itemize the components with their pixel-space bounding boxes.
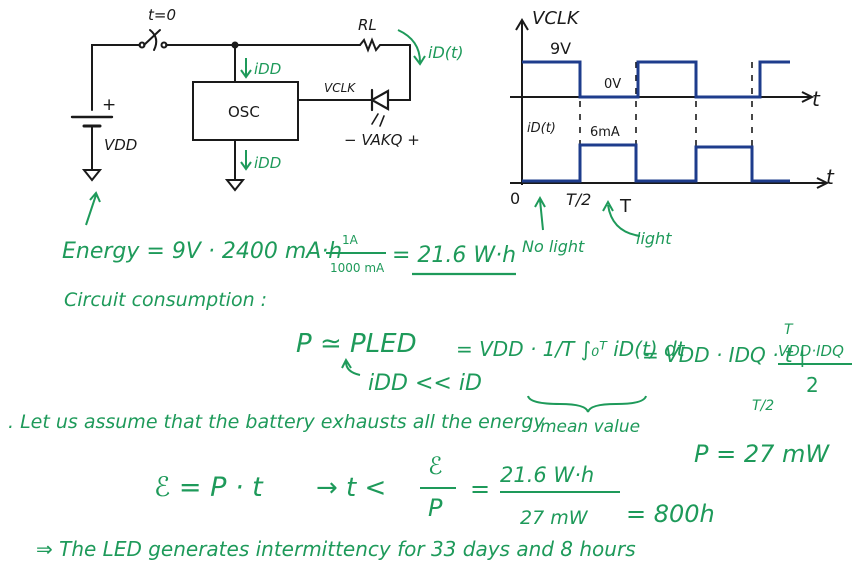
power-fraction-den: 2 [806, 373, 819, 397]
time-lhs: → t < [316, 473, 386, 503]
switch-blade [143, 29, 161, 46]
no-light-arrow [534, 195, 546, 231]
light-label: light [636, 229, 672, 248]
energy-equation: Energy = 9V · 2400 mA·h 1A 1000 mA = 21.… [62, 233, 516, 276]
id-trace [522, 143, 790, 183]
unit-denominator: 1000 mA [330, 261, 385, 275]
power-integral: = VDD · 1/T ∫₀ᵀ iD(t) dt [456, 337, 686, 361]
mean-value-label: mean value [540, 417, 640, 437]
top-t-label: t [812, 87, 821, 111]
supply-label: VDD [104, 136, 137, 154]
id-axis-label: iD(t) [527, 121, 556, 136]
time-frac-num: ℰ [428, 452, 443, 480]
switch-arrow [149, 29, 158, 51]
time-equation: ℰ = P · t → t < ℰ P = 21.6 W·h 27 mW = 8… [154, 452, 715, 529]
unit-numerator: 1A [342, 233, 359, 247]
id-arrow [397, 29, 426, 66]
mean-value-brace [527, 395, 647, 413]
current-note: iDD << iD [368, 371, 482, 396]
vclk-trace [522, 60, 790, 99]
ground-osc [224, 179, 246, 192]
osc-box [192, 81, 299, 141]
power-approx: P ≃ PLED [296, 329, 417, 359]
period-label: T [619, 196, 632, 217]
conclusion-block: ⇒ The LED generates intermittency for 33… [36, 537, 636, 561]
power-result: P = 27 mW [694, 440, 830, 468]
resistor-rl [359, 37, 411, 53]
origin-label: 0 [510, 189, 520, 208]
circuit-schematic [70, 29, 411, 192]
time-equals: = [470, 475, 490, 503]
low-value-label: 0V [604, 77, 621, 92]
assumption-text: . Let us assume that the battery exhaust… [8, 411, 545, 433]
supply-plus: + [102, 95, 116, 115]
high-value-label: 9V [550, 39, 571, 58]
idd-bottom-label: iDD [254, 154, 281, 172]
time-frac-den: P [428, 494, 443, 522]
id-label: iD(t) [428, 43, 464, 62]
vertical-axis [515, 18, 529, 185]
energy-result: = 21.6 W·h [392, 243, 516, 268]
consumption-block: Circuit consumption : P ≃ PLED iDD << iD… [64, 289, 852, 437]
resistor-label: RL [358, 16, 377, 34]
energy-lhs: Energy = 9V · 2400 mA·h [62, 239, 342, 264]
idd-top-label: iDD [254, 60, 281, 78]
circuit-labels: t=0 RL + VDD OSC VCLK − VAKQ + [102, 6, 420, 154]
time-value-num: 21.6 W·h [500, 463, 594, 487]
conclusion-text: ⇒ The LED generates intermittency for 33… [36, 537, 636, 561]
top-time-axis [510, 91, 815, 103]
waveform-labels: VCLK 9V 0V t iD(t) 6mA t 0 T/2 T No ligh… [510, 8, 835, 256]
vclk-axis-label: VCLK [532, 8, 580, 29]
wire-right [395, 44, 411, 101]
bottom-time-axis [510, 177, 830, 189]
energy-time: ℰ = P · t [154, 472, 264, 503]
time-result: = 800h [626, 500, 715, 528]
power-fraction-num: VDD·IDQ [778, 342, 844, 360]
osc-label: OSC [228, 103, 260, 121]
bottom-t-label: t [826, 165, 835, 189]
time-value-den: 27 mW [520, 507, 589, 529]
wire-top-left [91, 44, 141, 111]
current-waveform [522, 143, 790, 183]
ground-battery [81, 169, 103, 182]
idd-top-arrow [240, 58, 252, 79]
switch-label: t=0 [148, 6, 176, 24]
led-light-arrows [371, 113, 385, 127]
led-symbol [369, 88, 390, 112]
consumption-heading: Circuit consumption : [64, 289, 267, 311]
clock-waveform [522, 60, 790, 99]
power-limit-top: T [784, 322, 794, 338]
led-voltage-label: − VAKQ + [344, 131, 420, 149]
idd-bottom-arrow [240, 150, 252, 171]
vclk-circuit-label: VCLK [324, 81, 356, 95]
current-value-label: 6mA [590, 125, 620, 140]
assumption-block: . Let us assume that the battery exhaust… [8, 411, 830, 468]
half-period-label: T/2 [566, 190, 591, 209]
power-limit-bottom: T/2 [752, 398, 774, 414]
light-arrow [602, 199, 641, 237]
no-light-label: No light [522, 237, 585, 256]
battery-pointer-arrow [85, 191, 101, 226]
current-annotations: iDD iDD iD(t) [85, 29, 464, 226]
approx-arrow [341, 357, 361, 376]
